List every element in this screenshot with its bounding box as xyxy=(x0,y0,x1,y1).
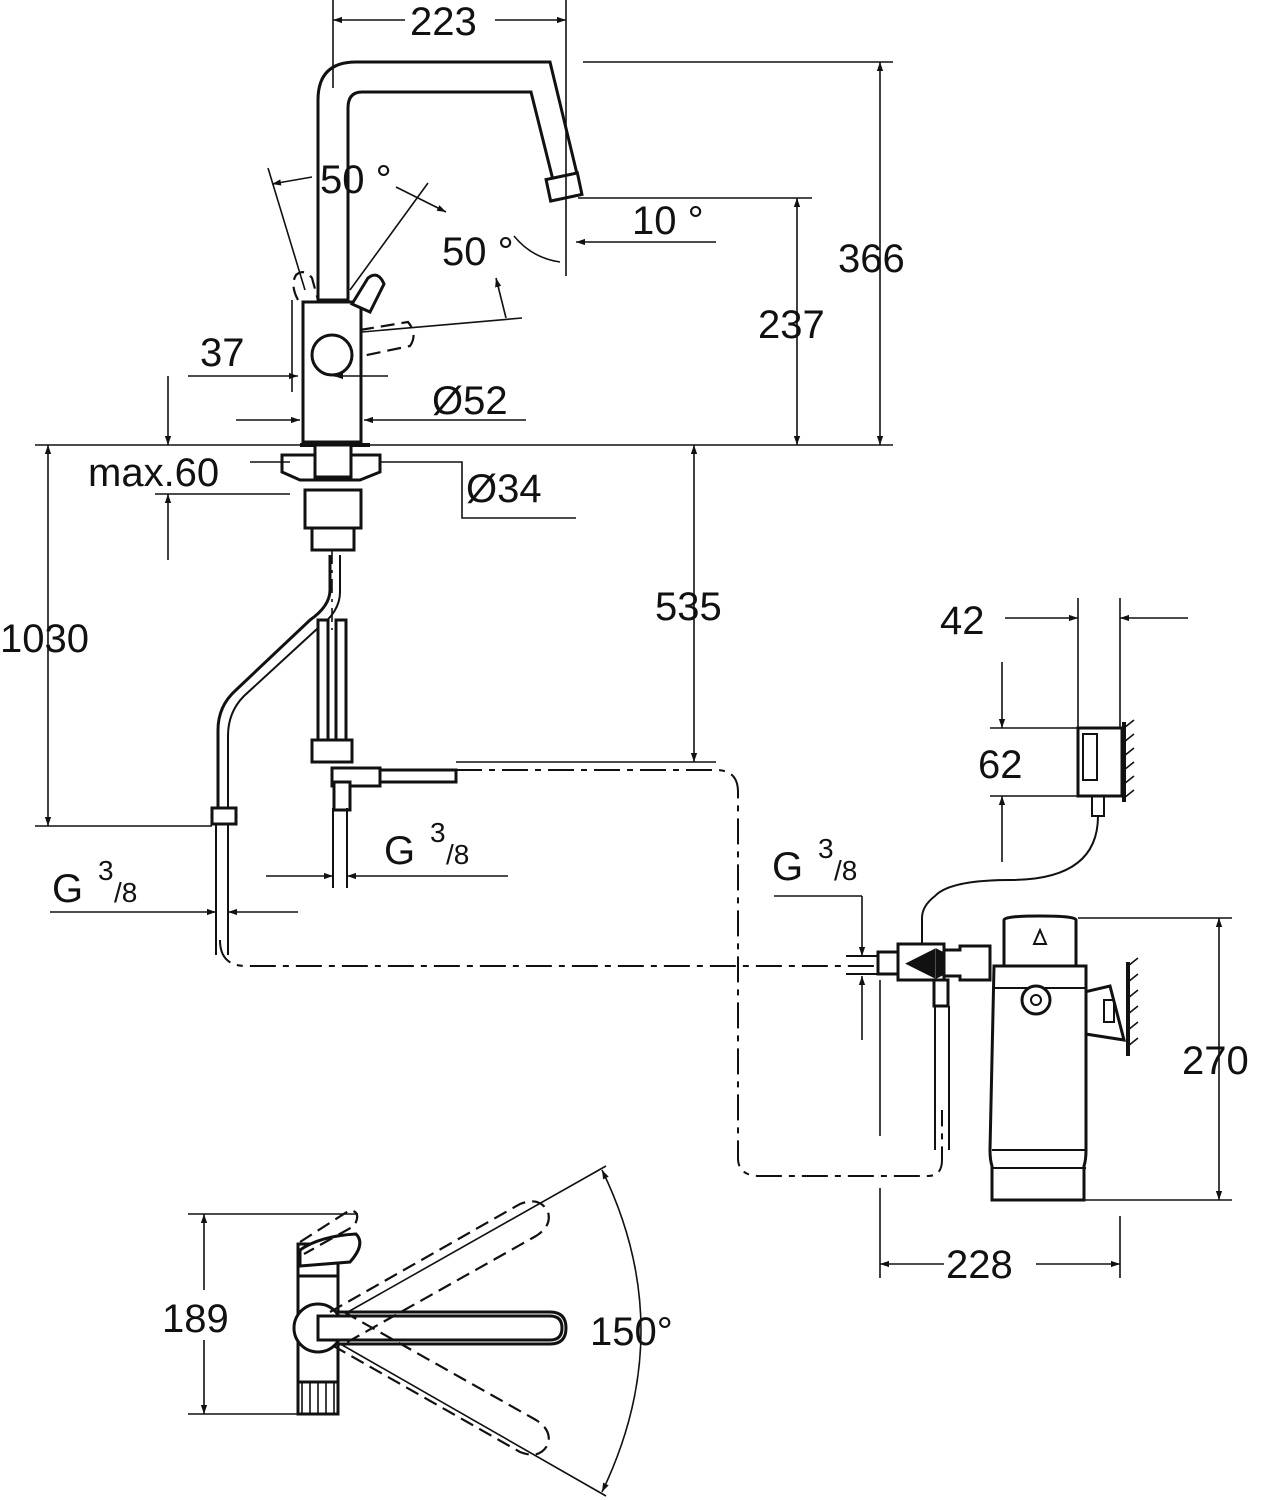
svg-text:3: 3 xyxy=(98,855,114,886)
lever-handle-ghost-left xyxy=(292,271,320,301)
dim-spout-tilt: 10 ° xyxy=(632,199,704,243)
dim-handle-angle-left: 50 ° xyxy=(320,158,392,202)
hose-end-fitting xyxy=(210,806,238,826)
dim-filter-height: 270 xyxy=(1182,1039,1249,1083)
mount-thread xyxy=(303,488,363,530)
tee-valve xyxy=(332,780,352,812)
svg-text:G: G xyxy=(772,845,803,889)
dim-swivel-angle: 150° xyxy=(590,1310,673,1354)
dim-top-view-height: 189 xyxy=(162,1297,229,1341)
filter-head xyxy=(1002,914,1078,968)
faucet-top-view xyxy=(292,1200,568,1456)
dim-handle-angle-right: 50 ° xyxy=(442,230,514,274)
thread-label-filter: G 3 /8 xyxy=(772,833,857,889)
filter-cartridge xyxy=(988,964,1088,1202)
mount-base xyxy=(310,526,356,552)
dim-body-diameter: Ø52 xyxy=(432,379,508,423)
faucet-side-view xyxy=(210,60,584,955)
svg-text:/8: /8 xyxy=(834,855,857,886)
svg-text:3: 3 xyxy=(430,817,446,848)
svg-text:G: G xyxy=(384,829,415,873)
connection-pipe xyxy=(378,768,458,784)
lever-pivot xyxy=(310,333,354,377)
lever-handle-ghost-right xyxy=(359,320,415,358)
supply-fittings xyxy=(310,738,354,764)
dimension-lines xyxy=(35,0,1232,1497)
mount-shank xyxy=(313,443,353,479)
dim-hole-diameter: Ø34 xyxy=(466,467,542,511)
supply-route-line xyxy=(456,769,943,1177)
thread-label-supply: G 3 /8 xyxy=(384,817,469,873)
dim-lever-offset: 37 xyxy=(200,331,245,375)
dim-outlet-height: 237 xyxy=(758,303,825,347)
battery-box xyxy=(1076,726,1124,798)
svg-text:/8: /8 xyxy=(446,839,469,870)
spray-hose xyxy=(216,555,332,820)
dim-battery-depth: 42 xyxy=(940,599,985,643)
dimension-labels: 223 50 ° 50 ° 10 ° 366 237 37 Ø52 max.60… xyxy=(0,0,1249,1354)
supply-pipe-1 xyxy=(316,618,330,757)
lever-handle xyxy=(349,273,386,314)
filter-unit: ◀▶ xyxy=(846,719,1139,1202)
filter-knob xyxy=(1020,984,1052,1016)
dim-total-height: 366 xyxy=(838,237,905,281)
dim-battery-height: 62 xyxy=(978,743,1023,787)
battery-cable xyxy=(921,815,1099,944)
dim-connection-depth: 535 xyxy=(655,585,722,629)
dim-hose-length: 1030 xyxy=(0,617,89,661)
shut-off-valve xyxy=(896,942,946,982)
svg-text:G: G xyxy=(52,867,83,911)
swivel-ghost-upper xyxy=(329,1200,550,1345)
spout-aerator xyxy=(544,171,584,203)
svg-text:/8: /8 xyxy=(114,877,137,908)
dim-deck-thickness: max.60 xyxy=(88,451,219,495)
swivel-ghost-lower xyxy=(329,1311,550,1456)
hose-route-line xyxy=(219,939,900,967)
svg-text:3: 3 xyxy=(818,833,834,864)
thread-label-hose: G 3 /8 xyxy=(52,855,137,911)
supply-pipe-2 xyxy=(334,618,348,757)
dim-filter-width: 228 xyxy=(946,1243,1013,1287)
dim-spout-reach: 223 xyxy=(410,0,477,44)
